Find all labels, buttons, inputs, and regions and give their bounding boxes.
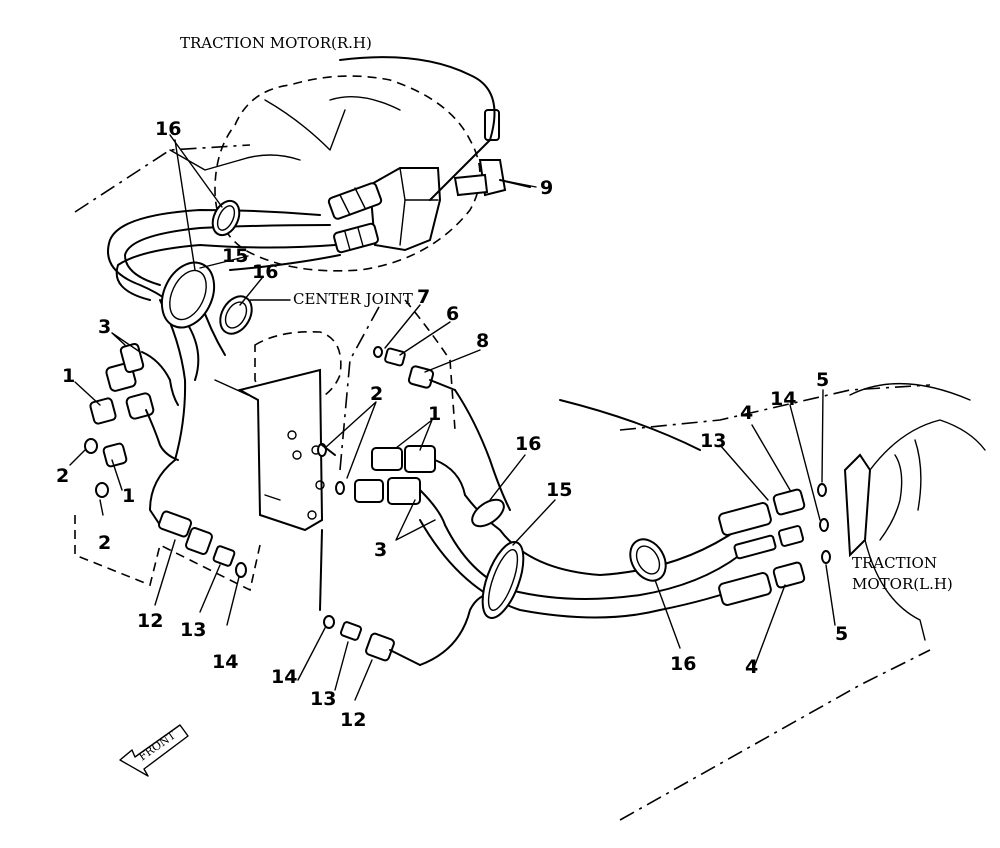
caption-traction-motor-lh-line2: MOTOR(L.H) (852, 575, 953, 593)
seal-ring-16-right (629, 538, 667, 582)
caption-center-joint: CENTER JOINT (293, 290, 413, 308)
callout-numbers: 16 15 16 9 3 1 2 1 2 12 13 14 7 6 8 2 1 … (56, 118, 848, 731)
hose-bundle-lower (319, 389, 751, 666)
callout-2: 2 (98, 532, 111, 554)
callout-4: 4 (745, 656, 758, 678)
callout-3: 3 (98, 316, 111, 338)
callout-12: 12 (137, 610, 163, 632)
callout-13: 13 (180, 619, 206, 641)
callout-4: 4 (740, 402, 753, 424)
center-fittings-6-7-8 (373, 346, 456, 391)
callout-14: 14 (212, 651, 238, 673)
center-outlet-fittings (317, 443, 466, 526)
callout-2: 2 (56, 465, 69, 487)
grommet-15-upper (160, 261, 216, 329)
seal-ring-16-center (471, 498, 505, 528)
caption-traction-motor-rh: TRACTION MOTOR(R.H) (180, 34, 372, 52)
callout-14: 14 (271, 666, 297, 688)
callout-7: 7 (417, 286, 430, 308)
callout-1: 1 (122, 485, 135, 507)
callout-16: 16 (155, 118, 181, 140)
leader-lines (69, 134, 836, 701)
callout-13: 13 (310, 688, 336, 710)
hose-12-left (149, 459, 247, 578)
seal-ring-16-upper (211, 199, 241, 237)
callout-2: 2 (370, 383, 383, 405)
callout-8: 8 (476, 330, 489, 352)
seal-ring-16-mid (219, 295, 253, 335)
callout-13: 13 (700, 430, 726, 452)
center-joint (214, 330, 342, 532)
callout-16: 16 (515, 433, 541, 455)
front-arrow-icon: FRONT (119, 724, 189, 777)
valve-block-rh (327, 167, 442, 254)
callout-15: 15 (222, 245, 248, 267)
machine-frame-outline (74, 144, 931, 821)
right-fittings (718, 483, 831, 606)
grommet-15-center (481, 541, 525, 619)
callout-14: 14 (770, 388, 796, 410)
callout-6: 6 (446, 303, 459, 325)
caption-traction-motor-lh-line1: TRACTION (852, 554, 937, 572)
callout-15: 15 (546, 479, 572, 501)
callout-1: 1 (62, 365, 75, 387)
callout-3: 3 (374, 539, 387, 561)
callout-9: 9 (540, 177, 553, 199)
callout-12: 12 (340, 709, 366, 731)
bottom-fittings (323, 615, 421, 666)
callout-16: 16 (252, 261, 278, 283)
fitting-9-assembly (339, 56, 531, 201)
callout-5: 5 (816, 369, 829, 391)
callout-1: 1 (428, 403, 441, 425)
traction-motor-lh (843, 383, 986, 641)
callout-16: 16 (670, 653, 696, 675)
callout-5: 5 (835, 623, 848, 645)
left-fittings (74, 343, 261, 592)
